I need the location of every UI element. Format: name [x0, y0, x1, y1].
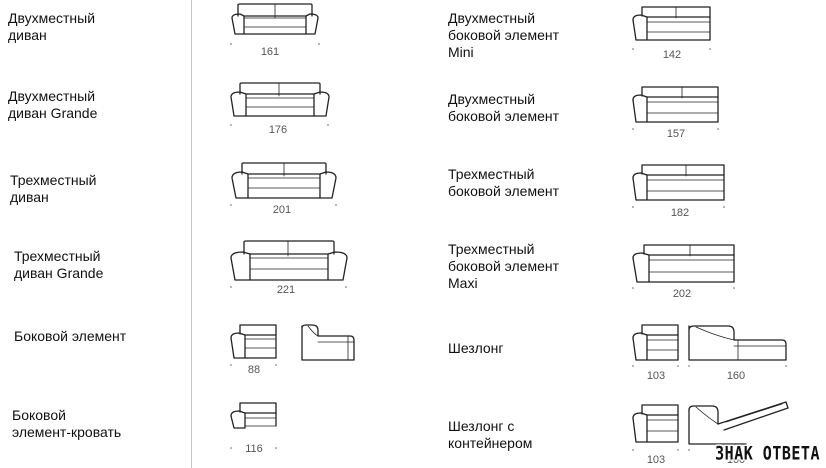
watermark-logo: ЗНАК ОТВЕТА: [715, 441, 820, 465]
dimension-label: 176: [268, 124, 288, 136]
dimension-label: 142: [662, 49, 682, 61]
sofa-two-seat-icon: [230, 3, 320, 45]
dimension-label: 221: [276, 284, 296, 296]
dimension-label: 103: [646, 454, 666, 466]
dimension-label: 160: [726, 370, 746, 382]
item-label: Двухместный диван Grande: [8, 88, 98, 121]
three-seat-side-element-maxi-icon: [632, 244, 735, 289]
dimension-label: 202: [672, 288, 692, 300]
chaise-front-icon: [632, 324, 679, 367]
three-seat-side-element-icon: [632, 164, 725, 208]
sofa-two-seat-grande-icon: [230, 82, 330, 126]
two-seat-side-element-mini-icon: [632, 6, 711, 50]
side-element-bed-icon: [230, 402, 277, 449]
dimension-label: 160: [726, 454, 746, 466]
chaise-side-icon: [688, 325, 787, 367]
item-label: Боковой элемент: [14, 328, 127, 344]
item-label: Трехместный диван: [10, 172, 97, 205]
column-divider: [191, 0, 192, 468]
dimension-label: 201: [272, 204, 292, 216]
side-element-front-icon: [230, 324, 277, 366]
item-label: Трехместный боковой элемент: [448, 166, 559, 199]
item-label: Трехместный боковой элемент Maxi: [448, 241, 559, 291]
dimension-label: 157: [666, 128, 686, 140]
item-label: Шезлонг с контейнером: [448, 418, 533, 451]
item-label: Двухместный боковой элемент Mini: [448, 10, 559, 60]
chaise-container-side-icon: [688, 401, 789, 451]
dimension-label: 103: [646, 370, 666, 382]
item-label: Двухместный боковой элемент: [448, 91, 559, 124]
side-element-side-icon: [301, 324, 355, 361]
dimension-label: 182: [670, 207, 690, 219]
item-label: Боковой элемент-кровать: [12, 407, 122, 440]
item-label: Двухместный диван: [8, 10, 96, 43]
dimension-label: 116: [245, 443, 263, 455]
item-label: Трехместный диван Grande: [14, 248, 104, 281]
dimension-label: 88: [247, 364, 261, 376]
dimension-label: 161: [260, 46, 280, 58]
sofa-three-seat-grande-icon: [230, 240, 348, 288]
sofa-three-seat-icon: [230, 162, 337, 206]
item-label: Шезлонг: [448, 340, 504, 356]
two-seat-side-element-icon: [632, 86, 719, 130]
chaise-container-front-icon: [632, 404, 679, 451]
